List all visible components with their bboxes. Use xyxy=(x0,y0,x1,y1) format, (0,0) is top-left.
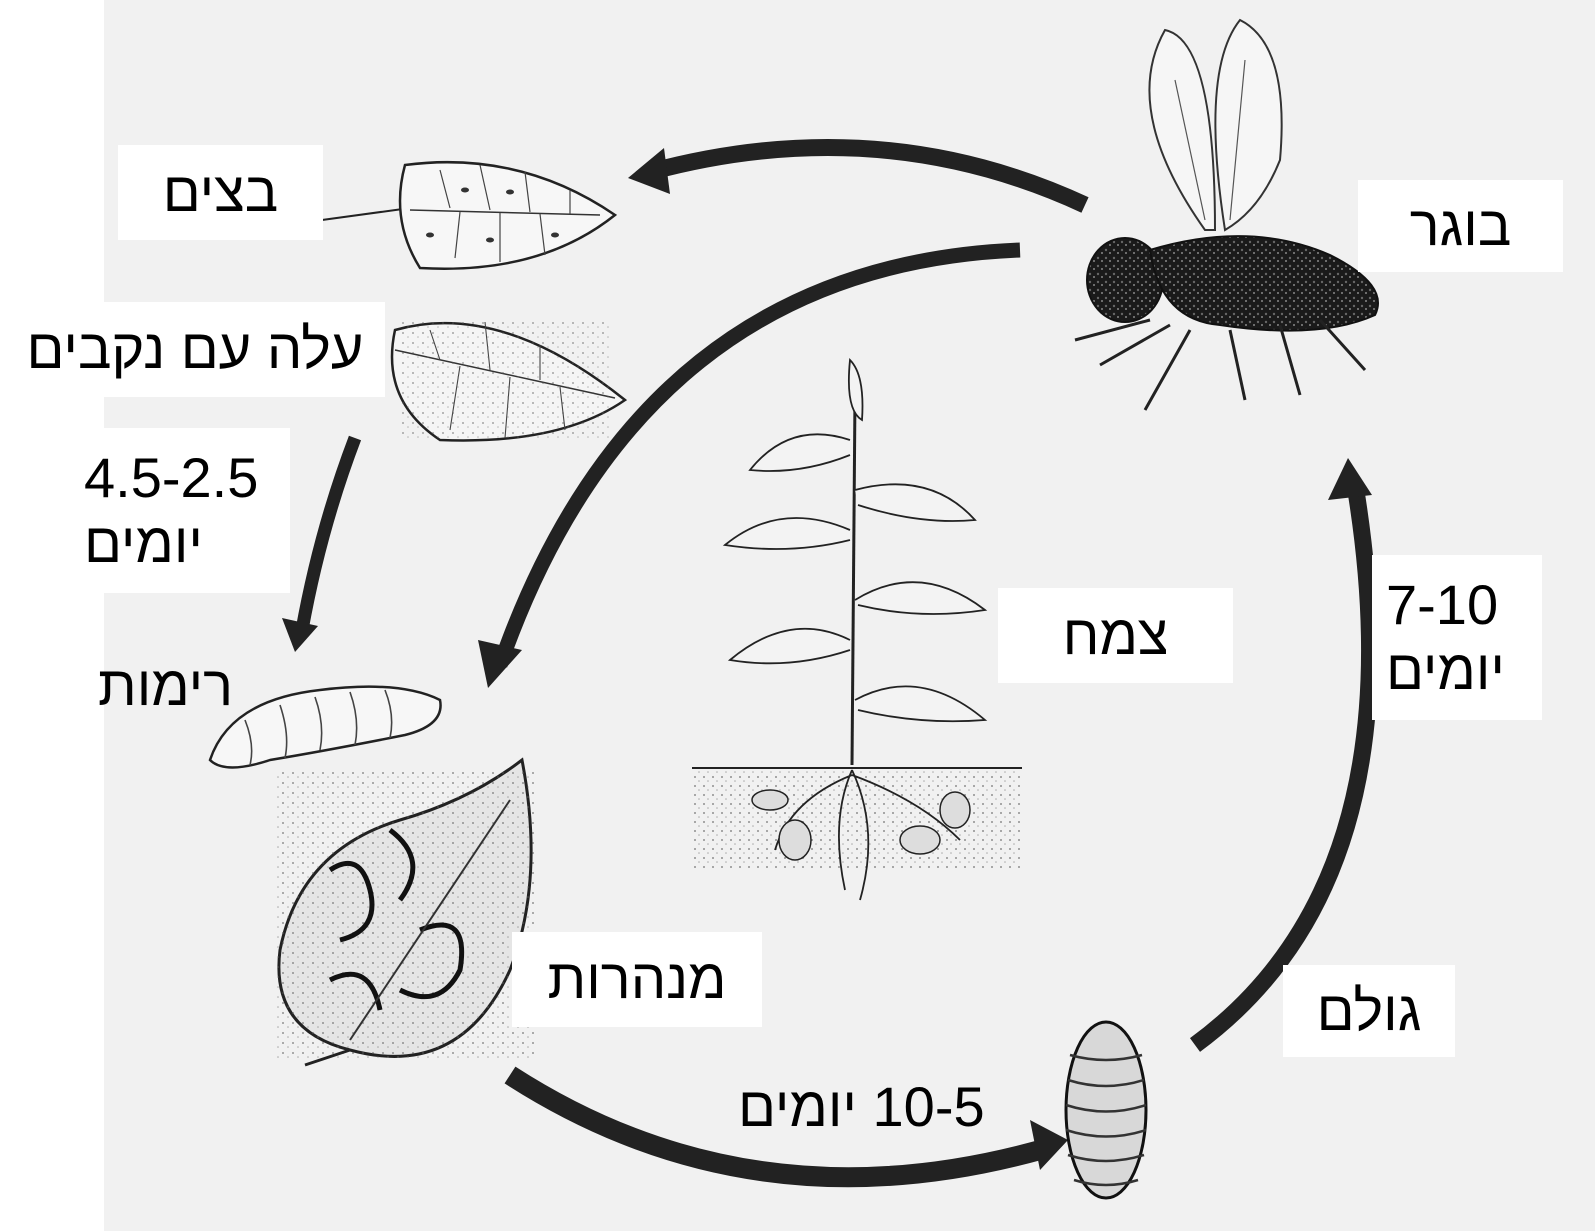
label-leaf-with-punctures: עלה עם נקבים xyxy=(5,302,385,397)
mines-text: מנהרות xyxy=(548,947,727,1011)
arrow-leaf-to-larvae xyxy=(282,438,355,652)
plant-drawing xyxy=(692,360,1022,900)
label-pupa: גולם xyxy=(1283,965,1455,1057)
arrow-pupa-to-adult xyxy=(1195,458,1372,1045)
larva-duration-text: 10-5 יומים xyxy=(738,1075,985,1139)
pupa-duration-unit: יומים xyxy=(1386,638,1505,702)
label-larva-duration: 10-5 יומים xyxy=(738,1070,1028,1145)
mined-leaf-drawing xyxy=(275,760,535,1065)
arrow-adult-to-eggs xyxy=(628,148,1085,205)
label-mines: מנהרות xyxy=(512,932,762,1027)
plant-text: צמח xyxy=(1063,603,1169,667)
eggs-text: בצים xyxy=(163,160,278,224)
egg-duration-unit: יומים xyxy=(84,511,203,575)
pupa-text: גולם xyxy=(1317,979,1422,1043)
label-adult: בוגר xyxy=(1358,180,1563,272)
label-larvae: רימות xyxy=(98,652,306,720)
label-pupa-duration: 7-10 יומים xyxy=(1372,555,1542,720)
pupa-drawing xyxy=(1066,1022,1146,1198)
adult-text: בוגר xyxy=(1410,194,1512,258)
larvae-text: רימות xyxy=(98,654,233,718)
label-egg-duration: 4.5-2.5 יומים xyxy=(70,428,290,593)
egg-leaf-drawing xyxy=(322,162,615,269)
adult-fly-drawing xyxy=(1075,20,1378,410)
egg-duration-value: 4.5-2.5 xyxy=(84,446,258,510)
arrow-adult-to-larvae xyxy=(478,250,1020,688)
pupa-duration-value: 7-10 xyxy=(1386,573,1498,637)
punctured-leaf-drawing xyxy=(392,320,625,441)
leaf-with-punctures-text: עלה עם נקבים xyxy=(27,317,364,381)
label-eggs: בצים xyxy=(118,145,323,240)
label-plant: צמח xyxy=(998,588,1233,683)
